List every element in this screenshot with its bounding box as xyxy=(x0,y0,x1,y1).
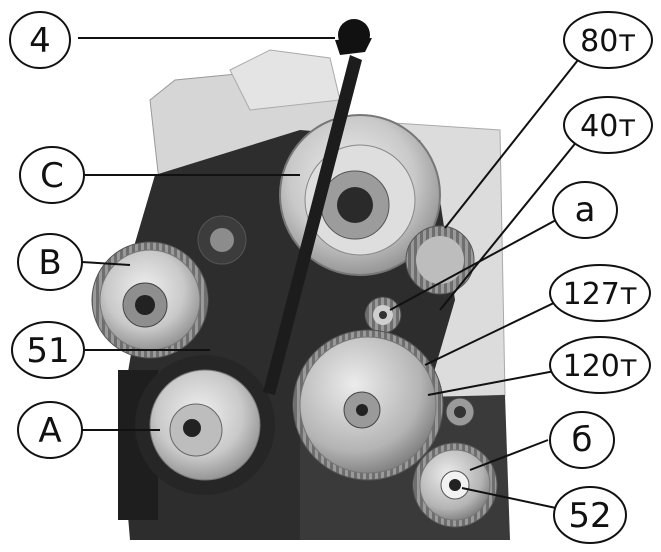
callout-4: 4 xyxy=(9,11,71,69)
callout-c-text: C xyxy=(40,156,64,196)
callout-51: 51 xyxy=(11,321,85,379)
callout-127t-text: 127т xyxy=(563,277,638,312)
callout-127t: 127т xyxy=(549,264,651,322)
callout-80t: 80т xyxy=(563,11,653,69)
callout-a: а xyxy=(552,181,618,239)
callout-80t-text: 80т xyxy=(580,24,636,59)
callout-120t-text: 120т xyxy=(563,349,638,384)
callout-b: B xyxy=(17,233,83,291)
callout-b6-text: б xyxy=(572,420,593,460)
gear-80t xyxy=(405,225,475,295)
callout-b6: б xyxy=(549,411,615,469)
callout-b-text: B xyxy=(38,243,61,283)
callout-c: C xyxy=(19,146,85,204)
gear-b6 xyxy=(412,442,498,528)
callout-a-upper: A xyxy=(17,401,83,459)
lever-handle xyxy=(263,19,372,395)
callout-a-upper-text: A xyxy=(38,411,61,451)
callout-52: 52 xyxy=(553,486,627,544)
gear-a-large xyxy=(135,355,275,495)
callout-40t: 40т xyxy=(563,96,653,154)
callout-120t: 120т xyxy=(549,336,651,394)
leader-lines xyxy=(78,37,579,509)
callout-a-text: а xyxy=(575,190,596,230)
callout-52-text: 52 xyxy=(568,496,611,536)
gear-120t-127t xyxy=(292,329,444,481)
callout-51-text: 51 xyxy=(26,331,69,371)
callout-4-text: 4 xyxy=(29,21,51,61)
callout-40t-text: 40т xyxy=(580,109,636,144)
gear-a xyxy=(364,296,402,334)
gear-b xyxy=(91,241,209,359)
